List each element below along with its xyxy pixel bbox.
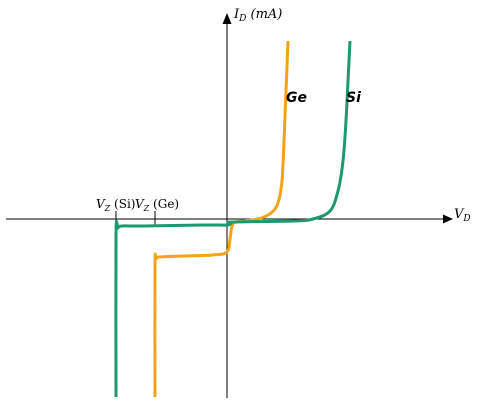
series-line-ge — [153, 40, 290, 398]
x-axis-label: VD — [454, 207, 471, 224]
series-label-si: Si — [346, 90, 361, 106]
zener-label-1: VZ (Ge) — [135, 197, 179, 213]
zener-label-0: VZ (Si) — [96, 197, 135, 213]
axes — [6, 13, 453, 398]
zener-markers: VZ (Si)VZ (Ge) — [96, 197, 179, 227]
y-axis-arrowhead — [222, 13, 232, 24]
series-curves — [114, 40, 352, 398]
x-axis-arrowhead — [443, 214, 453, 224]
series-labels: Ge Si — [286, 90, 361, 106]
y-axis-label: ID (mA) — [233, 7, 282, 24]
series-line-si — [114, 40, 352, 398]
series-label-ge: Ge — [286, 90, 307, 106]
